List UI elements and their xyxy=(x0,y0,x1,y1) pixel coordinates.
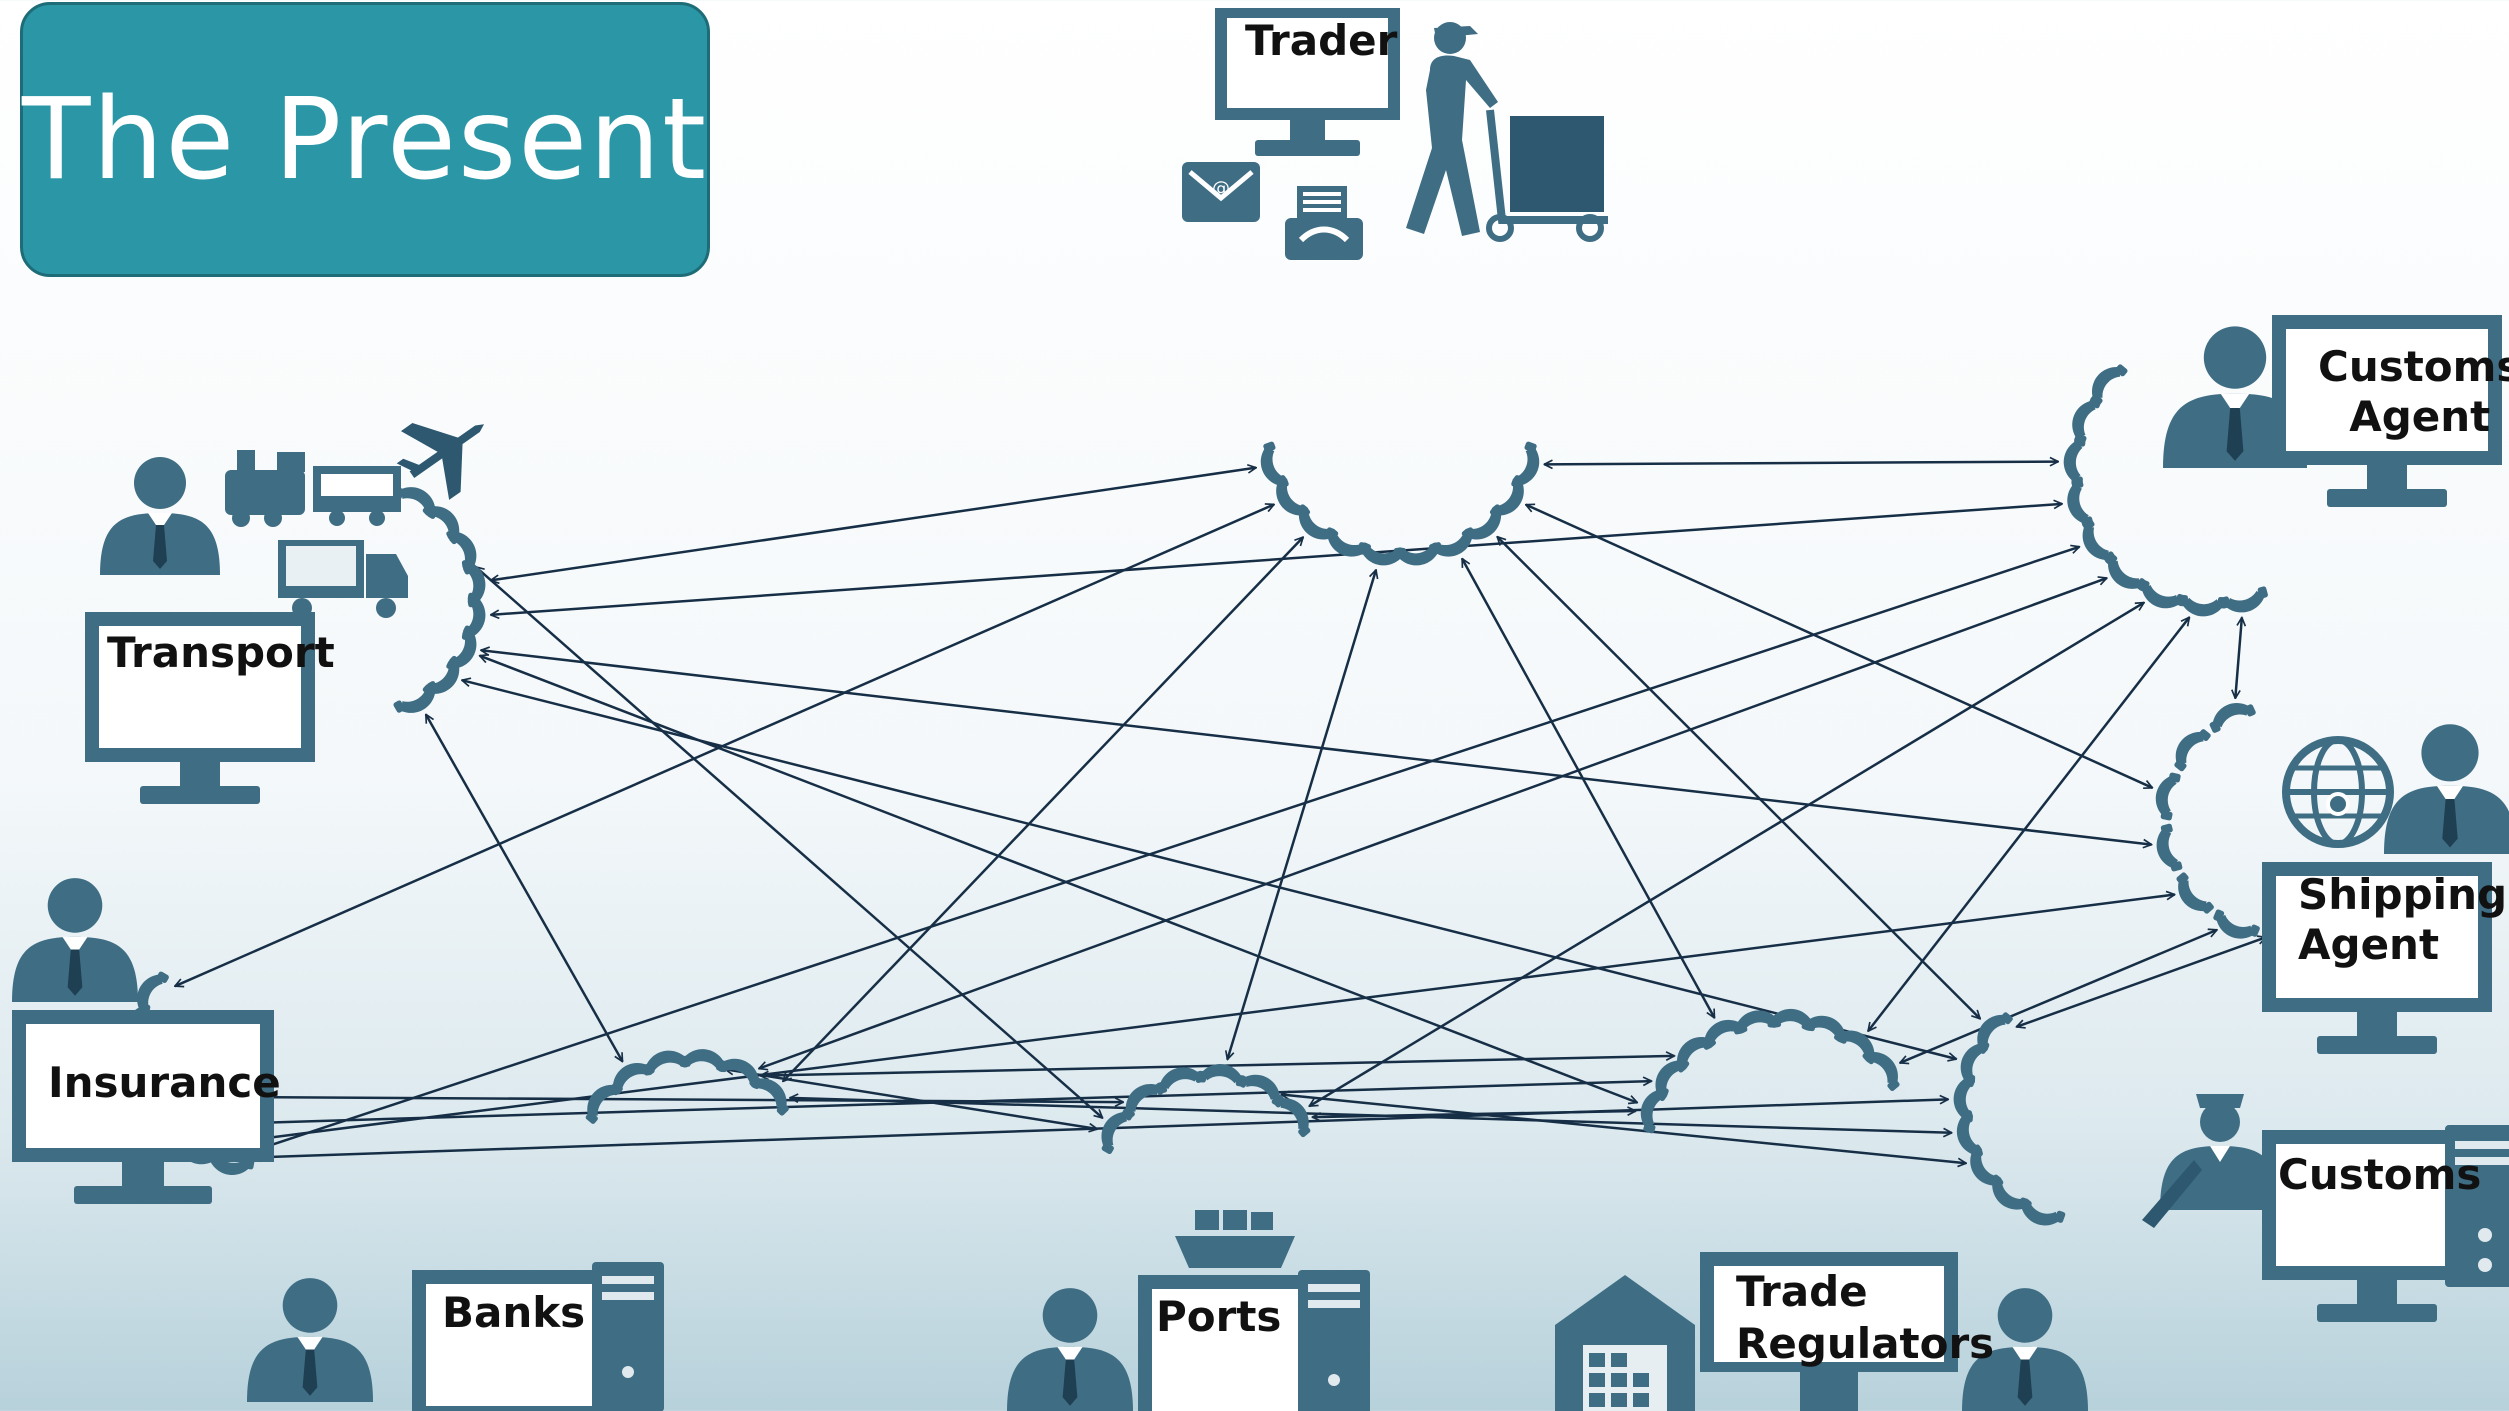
customs-agent-label: Customs Agent xyxy=(2318,342,2509,441)
shipping-agent-node xyxy=(2262,724,2509,1054)
fax-icon xyxy=(1285,186,1363,260)
page-title: The Present xyxy=(21,74,709,205)
connection-arrow-transport-customs xyxy=(462,680,1956,1059)
ports-label: Ports xyxy=(1156,1292,1282,1341)
phone-icon xyxy=(1510,440,1546,493)
customs-label: Customs xyxy=(2278,1150,2482,1199)
trade-regulators-node xyxy=(1555,1252,2088,1411)
connection-arrow-ports-trade_regulators xyxy=(1312,1111,1635,1117)
trader-node: @ xyxy=(1182,8,1608,260)
insurance-label: Insurance xyxy=(48,1058,281,1107)
trader-monitor-icon xyxy=(1215,8,1400,156)
phone-icon xyxy=(2065,393,2102,446)
insurance-monitor-icon xyxy=(12,1010,274,1204)
trade-regulators-monitor-icon xyxy=(1700,1252,1958,1411)
phone-icon xyxy=(2166,722,2212,773)
ports-person-icon xyxy=(1007,1288,1133,1411)
connection-arrow-shipping_agent-customs xyxy=(2016,937,2266,1027)
connection-arrow-trader-customs_agent xyxy=(1544,462,2058,465)
svg-text:@: @ xyxy=(1212,178,1230,199)
globe-icon xyxy=(2282,736,2394,848)
connection-arrow-customs_agent-trade_regulators xyxy=(1868,617,2189,1031)
shipping-agent-person-icon xyxy=(2384,724,2509,854)
connection-arrow-transport-trade_regulators xyxy=(480,656,1638,1103)
phone-icon xyxy=(2014,1196,2067,1233)
phone-icon xyxy=(2208,908,2261,946)
customs-officer-icon xyxy=(2142,1094,2280,1228)
shipping-agent-label: Shipping Agent xyxy=(2298,870,2508,969)
delivery-person-icon xyxy=(1406,22,1498,236)
phone-icon xyxy=(2178,594,2227,618)
connection-arrow-trader-shipping_agent xyxy=(1526,505,2153,788)
banks-label: Banks xyxy=(442,1288,586,1337)
envelope-icon: @ xyxy=(1182,162,1260,222)
train-icon xyxy=(225,450,401,527)
phone-icon xyxy=(2082,357,2129,408)
connection-arrow-trader-banks xyxy=(783,537,1303,1081)
phone-icon xyxy=(2204,695,2257,734)
cargo-ship-icon xyxy=(1175,1210,1295,1268)
customs-node xyxy=(2142,1094,2509,1322)
connection-arrow-customs_agent-shipping_agent xyxy=(2235,617,2242,698)
connection-arrow-customs_agent-transport xyxy=(491,504,2062,615)
connection-arrow-insurance-ports xyxy=(172,1097,1123,1103)
airplane-icon xyxy=(396,423,485,500)
phone-icon xyxy=(2134,579,2187,616)
box-cart-icon xyxy=(1486,109,1608,242)
phone-icon xyxy=(2098,552,2149,599)
phone-icon xyxy=(2219,585,2271,618)
transport-node xyxy=(85,423,485,804)
connection-arrow-customs_agent-insurance xyxy=(252,547,2080,1152)
phone-icon xyxy=(2168,871,2215,921)
connection-arrow-shipping_agent-trade_regulators xyxy=(1900,930,2217,1063)
insurance-person-icon xyxy=(12,878,139,1002)
transport-person-icon xyxy=(100,457,220,575)
phone-icon xyxy=(2062,436,2086,486)
connection-arrow-transport-ports xyxy=(476,567,1103,1118)
government-building-icon xyxy=(1555,1275,1695,1411)
connection-arrow-trader-ports xyxy=(1227,570,1376,1060)
banks-server-icon xyxy=(592,1262,664,1411)
connection-arrow-customs-ports xyxy=(1281,1094,1966,1163)
phone-icon xyxy=(1236,1066,1289,1107)
trader-label: Trader xyxy=(1245,16,1398,65)
banks-person-icon xyxy=(247,1278,373,1402)
phone-icon xyxy=(2151,770,2182,821)
connection-arrow-transport-banks xyxy=(424,714,624,1061)
truck-icon xyxy=(278,540,408,618)
ports-node xyxy=(1007,1210,1370,1411)
arrows-layer xyxy=(172,462,2266,1164)
phone-icon xyxy=(2151,823,2183,875)
insurance-node xyxy=(12,878,274,1204)
ports-server-icon xyxy=(1298,1270,1370,1411)
customs-server-icon xyxy=(2445,1125,2509,1287)
trade-regulators-label: Trade Regulators xyxy=(1736,1267,1995,1368)
title-box: The Present xyxy=(20,2,710,277)
transport-label: Transport xyxy=(107,628,335,677)
